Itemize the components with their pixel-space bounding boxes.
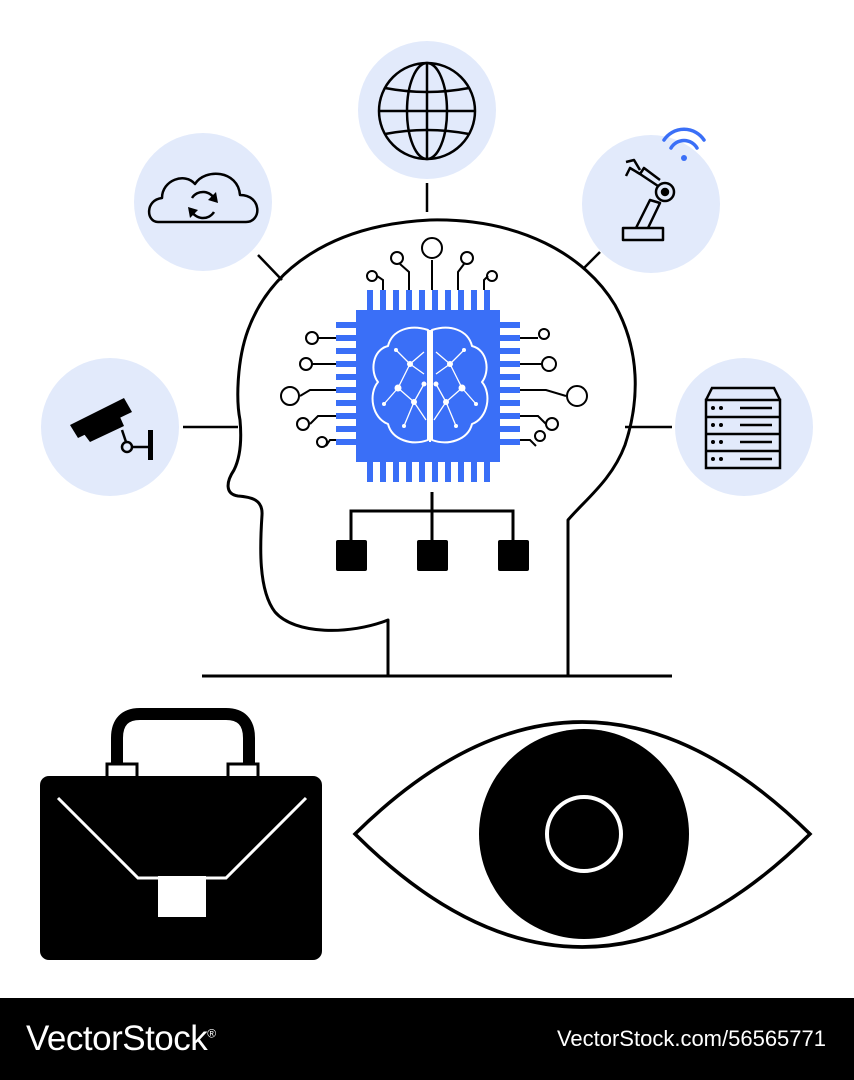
- security-camera-icon: [70, 398, 153, 460]
- globe-icon: [377, 61, 477, 161]
- head-outline: [226, 218, 637, 676]
- watermark-footer: VectorStock® VectorStock.com/56565771: [0, 998, 854, 1080]
- robot-arm-icon-group: [582, 127, 720, 273]
- wifi-icon: [662, 127, 706, 161]
- ai-head-illustration: [40, 41, 813, 960]
- robot-arm-icon: [621, 158, 676, 242]
- cloud-sync-icon: [147, 172, 259, 224]
- briefcase-icon: [40, 708, 322, 960]
- vectorstock-logo: VectorStock®: [26, 1019, 216, 1058]
- brain-icon: [371, 326, 489, 444]
- server-rack-icon-group: [675, 358, 813, 496]
- eye-icon: [352, 720, 813, 949]
- connector-lines: [183, 183, 672, 429]
- globe-icon-group: [358, 41, 496, 179]
- server-rack-icon: [704, 386, 782, 470]
- network-hierarchy-icon: [336, 492, 529, 571]
- ai-chip-icon: [280, 237, 588, 482]
- cloud-sync-icon-group: [134, 133, 272, 271]
- image-id-text: VectorStock.com/56565771: [556, 1026, 826, 1051]
- security-camera-icon-group: [41, 358, 179, 496]
